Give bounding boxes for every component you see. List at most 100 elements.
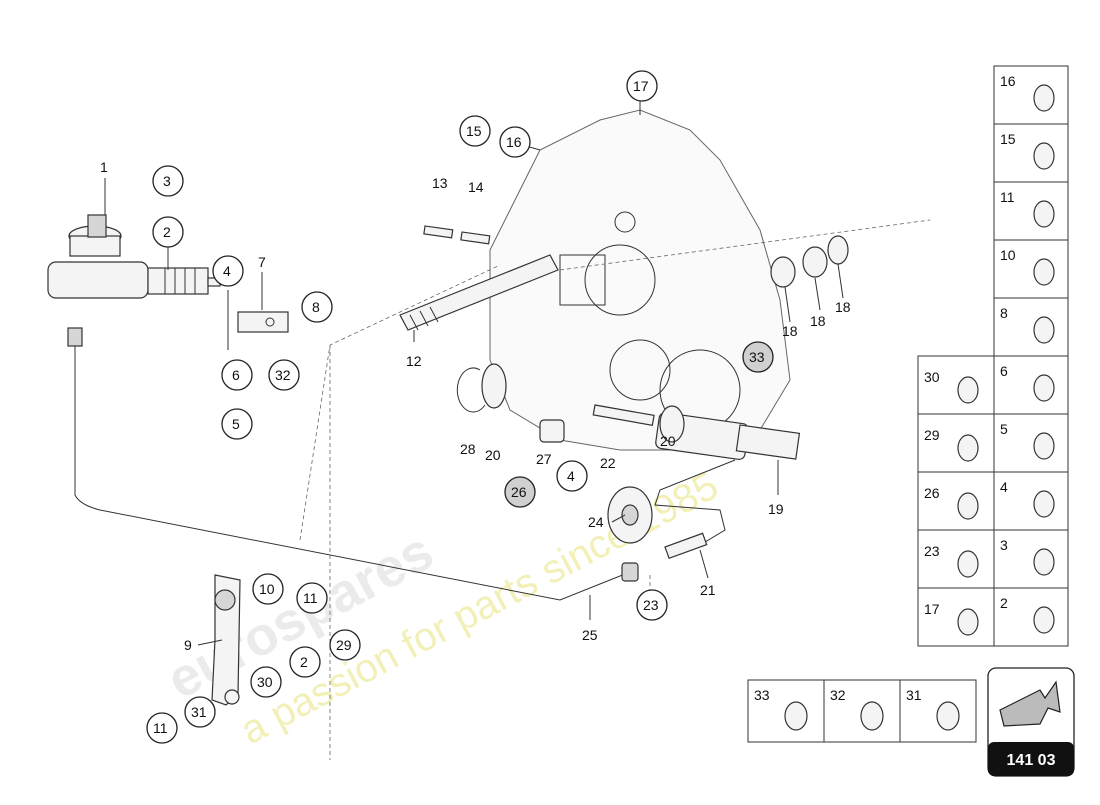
- legend-number: 6: [1000, 363, 1008, 379]
- bubble-29: 29: [336, 637, 352, 653]
- bearing-27: [539, 419, 565, 443]
- callout-9: 9: [184, 637, 192, 653]
- legend-part-icon: [957, 608, 979, 636]
- legend-part-icon: [1033, 200, 1055, 228]
- bubble-11-b: 11: [153, 720, 168, 736]
- legend-cell: [993, 297, 1069, 357]
- diagram-code-box: 141 03: [987, 667, 1075, 777]
- legend-part-icon: [1033, 142, 1055, 170]
- bubble-10: 10: [259, 581, 275, 597]
- legend-number: 30: [924, 369, 940, 385]
- legend-cell: [993, 181, 1069, 241]
- legend-number: 2: [1000, 595, 1008, 611]
- callout-19: 19: [768, 501, 784, 517]
- legend-right-column: 16 15 11 10 8 6 5 4 3 2: [993, 65, 1069, 647]
- bubble-32: 32: [275, 367, 291, 383]
- legend-part-icon: [957, 550, 979, 578]
- callout-12: 12: [406, 353, 422, 369]
- legend-number: 23: [924, 543, 940, 559]
- callout-27: 27: [536, 451, 552, 467]
- pedal-lever: [211, 574, 241, 706]
- bubble-2-b: 2: [300, 654, 308, 670]
- legend-part-icon: [1033, 548, 1055, 576]
- pin-14: [460, 231, 491, 245]
- callout-1: 1: [100, 159, 108, 175]
- legend-part-icon: [936, 701, 960, 731]
- legend-part-icon: [1033, 374, 1055, 402]
- pin-13: [423, 225, 454, 239]
- legend-number: 32: [830, 687, 846, 703]
- legend-number: 17: [924, 601, 940, 617]
- bubble-17: 17: [633, 78, 649, 94]
- legend-number: 5: [1000, 421, 1008, 437]
- legend-cell: [993, 413, 1069, 473]
- diagram-code-text: 141 03: [1007, 752, 1056, 769]
- callout-18-b: 18: [810, 313, 826, 329]
- legend-number: 33: [754, 687, 770, 703]
- legend-cell: [899, 679, 977, 743]
- callout-18-c: 18: [835, 299, 851, 315]
- callout-13: 13: [432, 175, 448, 191]
- legend-part-icon: [1033, 432, 1055, 460]
- legend-left-column: 30 29 26 23 17: [917, 355, 995, 647]
- legend-cell: [917, 587, 995, 647]
- bubble-3: 3: [163, 173, 171, 189]
- callout-28: 28: [460, 441, 476, 457]
- legend-part-icon: [1033, 606, 1055, 634]
- legend-cell: [917, 355, 995, 415]
- bubble-26: 26: [511, 484, 527, 500]
- clevis-block: [237, 311, 289, 333]
- bubble-16: 16: [506, 134, 522, 150]
- bubble-8: 8: [312, 299, 320, 315]
- legend-part-icon: [957, 376, 979, 404]
- legend-part-icon: [1033, 84, 1055, 112]
- callout-22: 22: [600, 455, 616, 471]
- callout-14: 14: [468, 179, 484, 195]
- legend-number: 4: [1000, 479, 1008, 495]
- legend-number: 10: [1000, 247, 1016, 263]
- hydraulic-pipe: [74, 345, 631, 601]
- bubble-30: 30: [257, 674, 273, 690]
- clutch-shaft: [399, 254, 559, 331]
- legend-number: 31: [906, 687, 922, 703]
- bubble-33: 33: [749, 349, 765, 365]
- legend-number: 26: [924, 485, 940, 501]
- legend-part-icon: [1033, 316, 1055, 344]
- callout-21: 21: [700, 582, 716, 598]
- legend-bottom-row: 33 32 31: [747, 679, 977, 743]
- bubble-11-a: 11: [303, 590, 318, 606]
- bubble-2: 2: [163, 224, 171, 240]
- legend-number: 16: [1000, 73, 1016, 89]
- legend-part-icon: [957, 492, 979, 520]
- callout-20-b: 20: [660, 433, 676, 449]
- legend-cell: [917, 413, 995, 473]
- callout-18-a: 18: [782, 323, 798, 339]
- bubble-4: 4: [223, 263, 231, 279]
- bubble-5: 5: [232, 416, 240, 432]
- clutch-housing: [489, 109, 791, 451]
- slave-cylinder: [592, 404, 801, 460]
- legend-part-icon: [860, 701, 884, 731]
- callout-25: 25: [582, 627, 598, 643]
- bubble-4-b: 4: [567, 468, 575, 484]
- legend-number: 3: [1000, 537, 1008, 553]
- bubble-23: 23: [643, 597, 659, 613]
- legend-cell: [917, 529, 995, 589]
- callout-7: 7: [258, 254, 266, 270]
- legend-part-icon: [1033, 258, 1055, 286]
- legend-part-icon: [1033, 490, 1055, 518]
- bushings: [770, 235, 849, 288]
- legend-number: 11: [1000, 189, 1015, 205]
- legend-number: 15: [1000, 131, 1016, 147]
- master-cylinder: [47, 214, 221, 299]
- bubble-callouts: 3 2 4 8 6 32 5 15 16 17 33 26 4 23 10 11…: [146, 70, 774, 744]
- legend-cell: [993, 123, 1069, 183]
- legend-number: 29: [924, 427, 940, 443]
- legend-cell: [917, 471, 995, 531]
- callout-20-a: 20: [485, 447, 501, 463]
- bubble-15: 15: [466, 123, 482, 139]
- legend-number: 8: [1000, 305, 1008, 321]
- release-bearing: [607, 486, 653, 544]
